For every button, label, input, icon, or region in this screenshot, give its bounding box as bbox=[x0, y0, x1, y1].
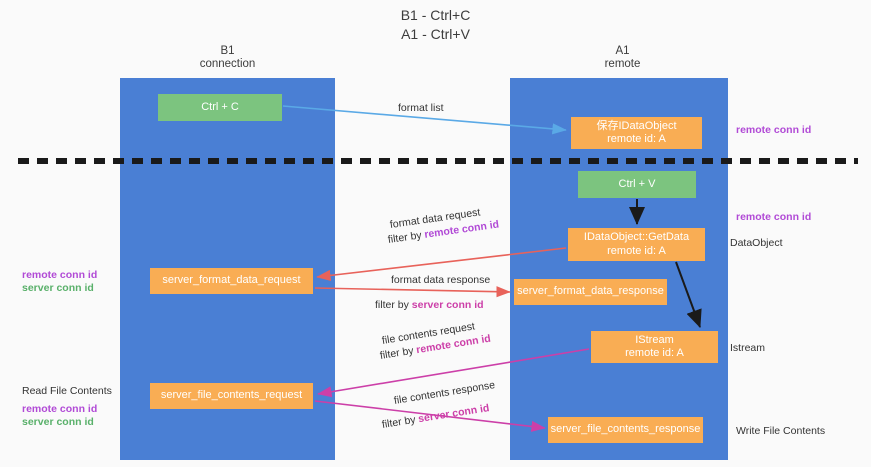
node-ctrl-v-label: Ctrl + V bbox=[618, 177, 656, 190]
right-label-write-file-contents: Write File Contents bbox=[736, 425, 826, 437]
node-istream[interactable]: IStream remote id: A bbox=[591, 331, 718, 363]
node-save-dataobject-sub: remote id: A bbox=[607, 133, 666, 145]
node-getdata-sub: remote id: A bbox=[607, 244, 666, 257]
filter-prefix: filter by bbox=[375, 299, 412, 311]
swimlane-a1-name: A1 bbox=[615, 45, 630, 57]
right-label-remote-conn-id-top: remote conn id bbox=[736, 124, 812, 136]
page-title: B1 - Ctrl+C A1 - Ctrl+V bbox=[0, 6, 871, 44]
filter-prefix: filter by bbox=[381, 413, 420, 431]
swimlane-b1-role: connection bbox=[199, 58, 256, 70]
right-label-remote-conn-id-mid: remote conn id bbox=[736, 211, 812, 223]
node-istream-label: IStream bbox=[635, 333, 674, 346]
node-ctrl-v[interactable]: Ctrl + V bbox=[578, 171, 696, 198]
edge-label-format-list: format list bbox=[398, 102, 444, 114]
edge-label-format-data-response: format data response bbox=[391, 274, 490, 286]
left-label-server-conn-id-low: server conn id bbox=[22, 416, 94, 428]
left-label-remote-conn-id-low: remote conn id bbox=[22, 403, 98, 415]
node-ctrl-c-label: Ctrl + C bbox=[201, 100, 239, 113]
node-getdata-label: IDataObject::GetData bbox=[583, 231, 690, 243]
node-server-file-contents-request[interactable]: server_file_contents_request bbox=[150, 383, 313, 409]
filter-key-server-conn-id: server conn id bbox=[417, 402, 491, 426]
left-label-remote-conn-id-mid: remote conn id bbox=[22, 269, 98, 281]
node-idataobject-getdata[interactable]: IDataObject::GetData remote id: A bbox=[568, 228, 705, 261]
left-label-server-conn-id-mid: server conn id bbox=[22, 282, 94, 294]
edge-format-data-response bbox=[314, 286, 511, 298]
swimlane-b1-name: B1 bbox=[220, 45, 235, 57]
node-server-format-data-response[interactable]: server_format_data_response bbox=[514, 279, 667, 305]
edge-label-format-list-text: format list bbox=[398, 102, 444, 114]
node-server-file-contents-response-label: server_file_contents_response bbox=[550, 423, 701, 436]
right-label-istream: Istream bbox=[730, 342, 766, 354]
node-server-format-data-request[interactable]: server_format_data_request bbox=[150, 268, 313, 294]
node-server-file-contents-request-label: server_file_contents_request bbox=[160, 389, 303, 402]
title-line-1: B1 - Ctrl+C bbox=[400, 7, 471, 23]
edge-label-format-data-response-text: format data response bbox=[391, 274, 491, 286]
left-label-read-file-contents: Read File Contents bbox=[22, 385, 112, 397]
filter-prefix: filter by bbox=[387, 228, 426, 246]
node-server-file-contents-response[interactable]: server_file_contents_response bbox=[548, 417, 703, 443]
node-istream-sub: remote id: A bbox=[625, 347, 684, 359]
right-label-dataobject: DataObject bbox=[730, 237, 783, 249]
filter-prefix: filter by bbox=[379, 344, 418, 362]
swimlane-a1-role: remote bbox=[604, 58, 641, 70]
swimlane-header-a1: A1 remote bbox=[545, 45, 700, 71]
filter-key-server-conn-id: server conn id bbox=[411, 299, 484, 311]
swimlane-header-b1: B1 connection bbox=[150, 45, 305, 71]
title-line-2: A1 - Ctrl+V bbox=[401, 26, 470, 42]
node-save-dataobject[interactable]: 保存IDataObject remote id: A bbox=[571, 117, 702, 149]
node-server-format-data-request-label: server_format_data_request bbox=[162, 274, 301, 287]
node-server-format-data-response-label: server_format_data_response bbox=[517, 285, 664, 298]
node-save-dataobject-label: 保存IDataObject bbox=[596, 119, 677, 132]
node-ctrl-c[interactable]: Ctrl + C bbox=[158, 94, 282, 121]
edge-label-format-data-response-filter: filter by server conn id bbox=[375, 299, 484, 311]
